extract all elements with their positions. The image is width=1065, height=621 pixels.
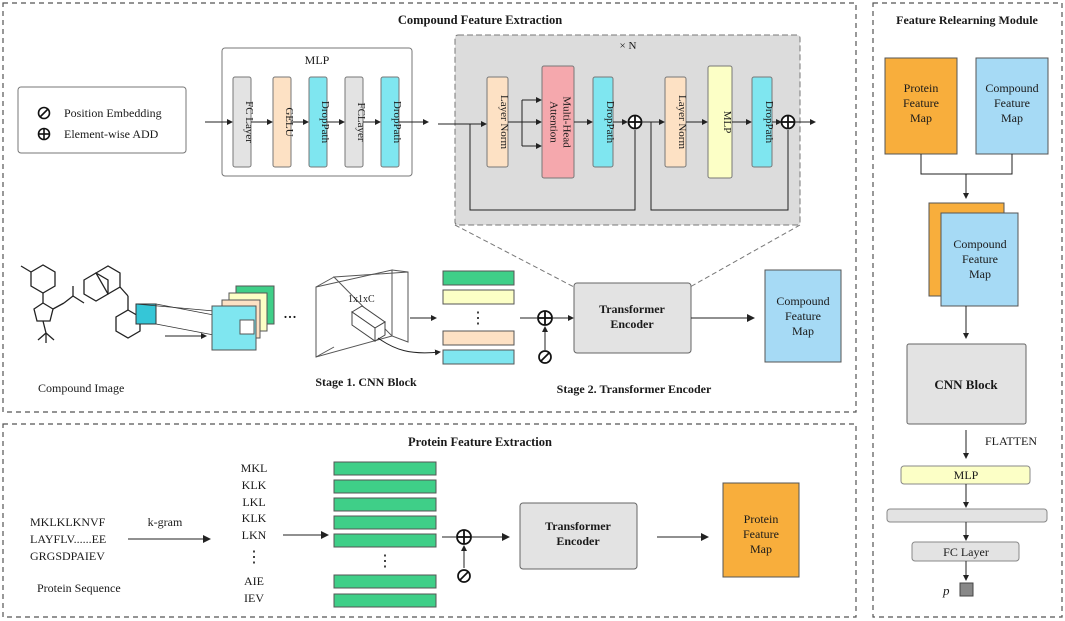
token-bar-1: [442, 270, 515, 286]
add-icon-2: [780, 114, 796, 130]
add-icon-3: [537, 310, 553, 326]
protein-token-bar-2: [333, 479, 437, 494]
relearn-mlp-label: MLP: [954, 468, 979, 482]
image-patch: [135, 303, 157, 325]
protein-token-bar-7: [333, 593, 437, 608]
relearn-cnn-block-label: CNN Block: [934, 377, 998, 392]
kgram-7: IEV: [244, 591, 264, 605]
stage1-label: Stage 1. CNN Block: [315, 375, 417, 389]
layer-norm-2-label: Layer Norm: [676, 95, 688, 150]
protein-token-bar-6: [333, 574, 437, 589]
relearn-protein-feature-map: [884, 57, 958, 155]
element-wise-add-icon: [37, 127, 51, 141]
protein-sequence-line-3: GRGSDPAIEV: [30, 549, 105, 563]
token-bar-4: [442, 349, 515, 365]
protein-transformer-encoder: [519, 502, 638, 570]
kgram-vertical-ellipsis: ⋮: [246, 549, 262, 566]
kgram-6: AIE: [244, 574, 264, 588]
protein-section-title: Protein Feature Extraction: [408, 435, 552, 449]
protein-sequence-line-2: LAYFLV......EE: [30, 532, 106, 546]
position-embedding-icon-2: [538, 350, 552, 364]
feature-map-ellipsis: ...: [283, 302, 297, 322]
mlp-layer-fc-1-label: FC Layer: [243, 101, 255, 143]
mlp-layer-fc-2-label: FCLayer: [355, 102, 367, 141]
relearn-flatten-label: FLATTEN: [985, 434, 1037, 448]
add-icon-1: [627, 114, 643, 130]
feature-map-patch: [239, 319, 255, 335]
kgram-2: KLK: [242, 478, 267, 492]
layer-norm-1-label: Layer Norm: [498, 95, 510, 150]
compound-section-frame: [2, 2, 857, 413]
protein-token-bar-5: [333, 533, 437, 548]
droppath-4-label: DropPath: [763, 101, 775, 144]
protein-token-bar-4: [333, 515, 437, 530]
transformer-repeat-label: × N: [620, 40, 637, 52]
protein-sequence-label: Protein Sequence: [37, 581, 121, 595]
legend-position-embedding: Position Embedding: [64, 106, 162, 120]
token-bar-3: [442, 330, 515, 346]
relearning-section-frame: [872, 2, 1063, 618]
relearn-stack-blue: [940, 212, 1019, 307]
compound-molecule-drawing: [20, 264, 141, 343]
kgram-3: LKL: [242, 495, 265, 509]
add-icon-4: [456, 529, 472, 545]
protein-feature-map-output: [722, 482, 800, 578]
stage2-label: Stage 2. Transformer Encoder: [557, 382, 712, 396]
protein-sequence-line-1: MKLKLKNVF: [30, 515, 106, 529]
cnn-kernel-bar: [351, 305, 386, 342]
kgram-5: LKN: [242, 528, 267, 542]
mlp-layer-gelu-label: GELU: [283, 107, 295, 136]
relearn-output-p: [959, 582, 974, 597]
kgram-label: k-gram: [148, 515, 183, 529]
compound-feature-map-output: [764, 269, 842, 363]
protein-token-bar-3: [333, 497, 437, 512]
mlp-layer-droppath-2-label: DropPath: [391, 101, 403, 144]
compound-image-label: Compound Image: [38, 381, 124, 395]
protein-token-vertical-ellipsis: ⋮: [377, 553, 393, 570]
legend-box: [17, 86, 187, 154]
legend-element-wise-add: Element-wise ADD: [64, 127, 159, 141]
relearning-section-title: Feature Relearning Module: [896, 13, 1038, 27]
relearn-p-label: p: [942, 583, 950, 598]
kgram-1: MKL: [241, 461, 268, 475]
relearn-flat-vector: [886, 508, 1048, 523]
token-vertical-ellipsis: ⋮: [470, 310, 486, 327]
mlp-layer-droppath-1-label: DropPath: [319, 101, 331, 144]
droppath-3-label: DropPath: [604, 101, 616, 144]
mlp-block-title: MLP: [305, 53, 330, 67]
multi-head-attention-label-1: Multi-HeadAttention: [548, 96, 573, 148]
transformer-mlp-label: MLP: [721, 111, 733, 134]
token-bar-2: [442, 289, 515, 305]
cnn-kernel-label: 1x1xC: [348, 294, 375, 305]
relearn-cnn-block: [906, 343, 1027, 425]
position-embedding-icon-3: [457, 569, 471, 583]
kgram-4: KLK: [242, 511, 267, 525]
protein-section-frame: [2, 423, 857, 618]
relearn-fc-layer-label: FC Layer: [943, 545, 989, 559]
position-embedding-icon: [37, 106, 51, 120]
protein-token-bar-1: [333, 461, 437, 476]
compound-section-title: Compound Feature Extraction: [398, 13, 562, 27]
